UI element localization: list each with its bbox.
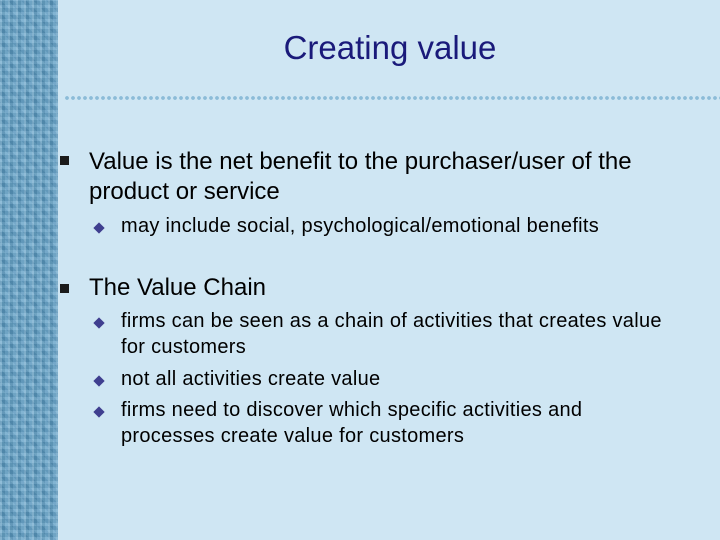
sub-bullet-text: firms can be seen as a chain of activiti… xyxy=(121,310,662,358)
sub-bullet-text: not all activities create value xyxy=(121,368,381,390)
diamond-bullet-icon xyxy=(93,222,105,234)
diamond-bullet-icon xyxy=(93,375,105,387)
bullet-text: The Value Chain xyxy=(89,274,266,301)
decorative-side-band xyxy=(0,0,58,540)
dotted-divider xyxy=(64,95,720,101)
square-bullet-icon xyxy=(60,284,69,293)
diamond-bullet-icon xyxy=(93,406,105,418)
bullet-text: Value is the net benefit to the purchase… xyxy=(89,148,632,205)
sub-bullet-text: firms need to discover which specific ac… xyxy=(121,399,583,447)
square-bullet-icon xyxy=(60,156,69,165)
slide-title: Creating value xyxy=(283,29,497,66)
sub-bullet-text: may include social, psychological/emotio… xyxy=(121,215,600,237)
diamond-bullet-icon xyxy=(93,317,105,329)
